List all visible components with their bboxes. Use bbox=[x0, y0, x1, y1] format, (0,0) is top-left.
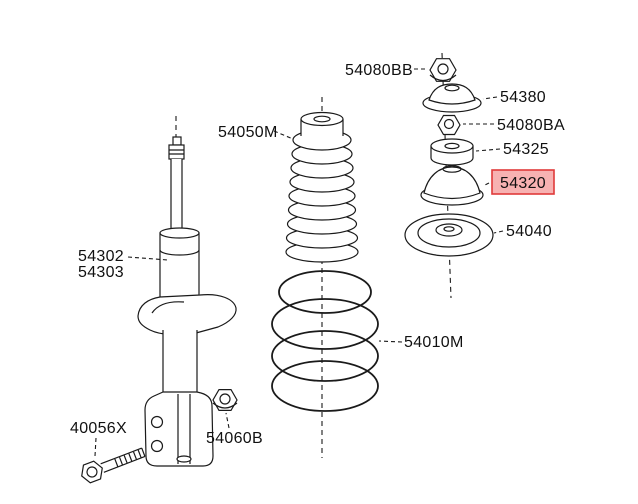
part-label-54060B[interactable]: 54060B bbox=[206, 430, 263, 447]
part-label-54380[interactable]: 54380 bbox=[500, 89, 546, 106]
part-label-54302[interactable]: 54302 bbox=[78, 248, 124, 265]
part-label-54303[interactable]: 54303 bbox=[78, 264, 124, 281]
part-label-54325[interactable]: 54325 bbox=[503, 141, 549, 158]
spring-seat-drawing bbox=[404, 213, 494, 257]
coil-spring-drawing bbox=[271, 270, 379, 412]
part-label-54080BA[interactable]: 54080BA bbox=[497, 117, 565, 134]
part-label-54040[interactable]: 54040 bbox=[506, 223, 552, 240]
bushing-drawing bbox=[430, 138, 474, 166]
mount-plate-drawing bbox=[422, 83, 482, 113]
part-labels: 54080BB 54380 54050M 54080BA 54325 54320… bbox=[70, 62, 565, 447]
part-label-40056X[interactable]: 40056X bbox=[70, 420, 127, 437]
leader-lines bbox=[94, 68, 504, 457]
part-label-54080BB[interactable]: 54080BB bbox=[345, 62, 413, 79]
part-label-54320[interactable]: 54320 bbox=[500, 175, 546, 192]
bolt-drawing bbox=[81, 447, 146, 484]
mount-nut-drawing bbox=[437, 114, 461, 136]
mount-insulator-drawing bbox=[420, 165, 484, 206]
strut-drawing bbox=[137, 136, 237, 467]
part-label-54050M[interactable]: 54050M bbox=[218, 124, 278, 141]
part-label-54010M[interactable]: 54010M bbox=[404, 334, 464, 351]
bracket-nut-drawing bbox=[212, 389, 238, 411]
highlight-box-54320[interactable] bbox=[491, 169, 555, 195]
dust-boot-drawing bbox=[285, 111, 359, 263]
upper-lock-nut-drawing bbox=[429, 58, 457, 82]
